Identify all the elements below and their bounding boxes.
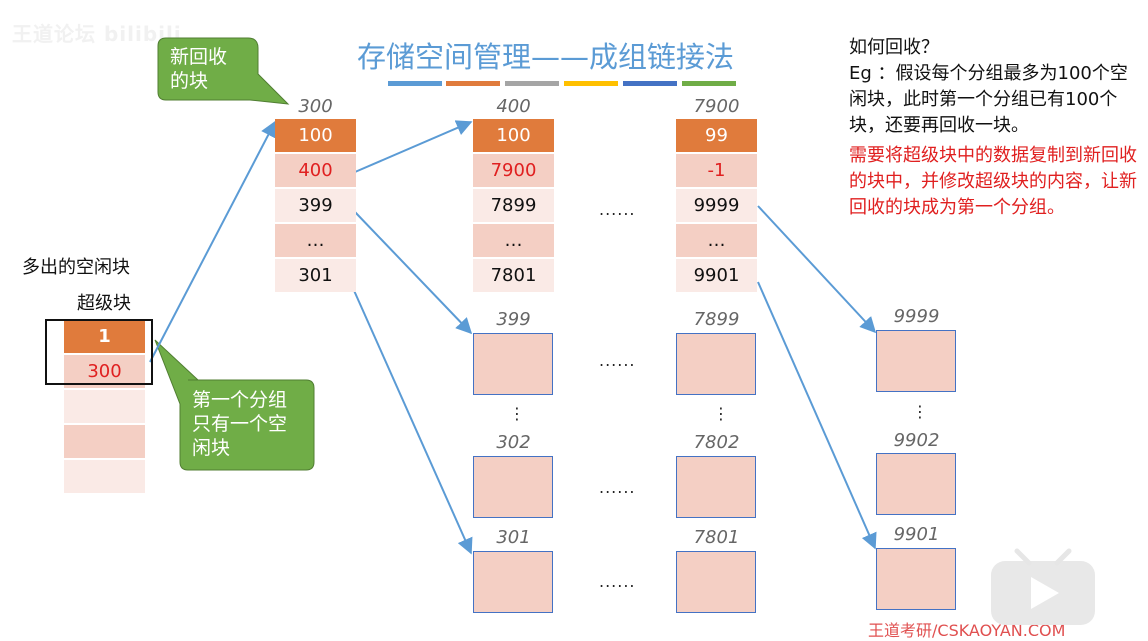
block-300-entry: … bbox=[275, 224, 356, 257]
right-panel-question: 如何回收？ bbox=[849, 37, 939, 58]
super-block-count: 1 bbox=[64, 320, 145, 353]
data-block bbox=[676, 456, 756, 518]
block-7900-entry: 9901 bbox=[676, 259, 757, 292]
block-7900-entry: 9999 bbox=[676, 189, 757, 222]
callout-first-group-text: 第一个分组 只有一个空 闲块 bbox=[192, 388, 287, 460]
play-icon[interactable] bbox=[987, 547, 1099, 627]
callout-first-group-shape bbox=[154, 339, 315, 471]
vertical-ellipsis: ⋮ bbox=[509, 404, 525, 423]
data-block-label: 9902 bbox=[893, 430, 940, 451]
data-block bbox=[473, 333, 553, 395]
data-block bbox=[876, 453, 956, 515]
block-7900-count: 99 bbox=[676, 119, 757, 152]
page-title: 存储空间管理——成组链接法 bbox=[357, 40, 735, 74]
block-400-count: 100 bbox=[473, 119, 554, 152]
data-block-label: 301 bbox=[496, 527, 531, 548]
arrow-7900-to-9999 bbox=[757, 205, 877, 334]
color-bar-blue bbox=[388, 81, 442, 86]
block-300-entry: 301 bbox=[275, 259, 356, 292]
block-400-entry: 7899 bbox=[473, 189, 554, 222]
ellipsis: ...... bbox=[599, 478, 636, 497]
ellipsis: ...... bbox=[599, 200, 636, 219]
vertical-ellipsis: ⋮ bbox=[713, 404, 729, 423]
bilibili-watermark: 王道论坛 bilibili bbox=[12, 22, 182, 46]
data-block bbox=[876, 330, 956, 392]
data-block bbox=[876, 548, 956, 610]
arrow-7900-to-9901 bbox=[757, 281, 877, 550]
arrow-300-to-301 bbox=[351, 285, 473, 555]
super-block-label: 超级块 bbox=[77, 293, 131, 314]
color-bar-yellow bbox=[564, 81, 618, 86]
arrow-300-to-400 bbox=[354, 120, 473, 173]
color-bar-gray bbox=[505, 81, 559, 86]
super-block-empty-row bbox=[64, 460, 145, 493]
extra-free-block-label: 多出的空闲块 bbox=[22, 257, 130, 278]
block-300-count: 100 bbox=[275, 119, 356, 152]
data-block-label: 302 bbox=[496, 432, 531, 453]
color-bar-green bbox=[682, 81, 736, 86]
data-block-label: 7801 bbox=[693, 527, 740, 548]
block-400-entry: … bbox=[473, 224, 554, 257]
block-label-300: 300 bbox=[298, 96, 333, 117]
right-panel-example: Eg ：假设每个分组最多为100个空闲块，此时第一个分组已有100个块，还要再回… bbox=[849, 63, 1128, 136]
arrow-super-to-300 bbox=[149, 120, 276, 363]
ellipsis: ...... bbox=[599, 351, 636, 370]
data-block-label: 9901 bbox=[893, 524, 940, 545]
data-block-label: 7802 bbox=[693, 432, 740, 453]
data-block-label: 7899 bbox=[693, 309, 740, 330]
block-300-entry: 399 bbox=[275, 189, 356, 222]
block-label-7900: 7900 bbox=[693, 96, 740, 117]
ellipsis: ...... bbox=[599, 572, 636, 591]
callout-new-block-shape bbox=[157, 37, 290, 105]
block-300-next: 400 bbox=[275, 154, 356, 187]
super-block-empty-row bbox=[64, 390, 145, 423]
callout-new-block-label: 新回收 的块 bbox=[170, 46, 228, 92]
block-400-entry: 7801 bbox=[473, 259, 554, 292]
data-block-label: 399 bbox=[496, 309, 531, 330]
super-block-next: 300 bbox=[64, 355, 145, 388]
data-block bbox=[676, 333, 756, 395]
right-panel-answer: 需要将超级块中的数据复制到新回收的块中，并修改超级块的内容，让新回收的块成为第一… bbox=[849, 145, 1137, 218]
block-400-next: 7900 bbox=[473, 154, 554, 187]
callout-first-group-label: 第一个分组 只有一个空 闲块 bbox=[192, 389, 288, 459]
block-7900-next: -1 bbox=[676, 154, 757, 187]
data-block-label: 9999 bbox=[893, 306, 940, 327]
block-7900-entry: … bbox=[676, 224, 757, 257]
data-block bbox=[676, 551, 756, 613]
color-bar-orange bbox=[446, 81, 500, 86]
arrow-300-to-399 bbox=[354, 211, 473, 335]
super-block-frame bbox=[45, 319, 153, 385]
data-block bbox=[473, 551, 553, 613]
callout-new-block-text: 新回收 的块 bbox=[170, 45, 227, 93]
block-label-400: 400 bbox=[496, 96, 531, 117]
super-block-empty-row bbox=[64, 425, 145, 458]
vertical-ellipsis: ⋮ bbox=[912, 402, 928, 421]
data-block bbox=[473, 456, 553, 518]
color-bar-dark-blue bbox=[623, 81, 677, 86]
